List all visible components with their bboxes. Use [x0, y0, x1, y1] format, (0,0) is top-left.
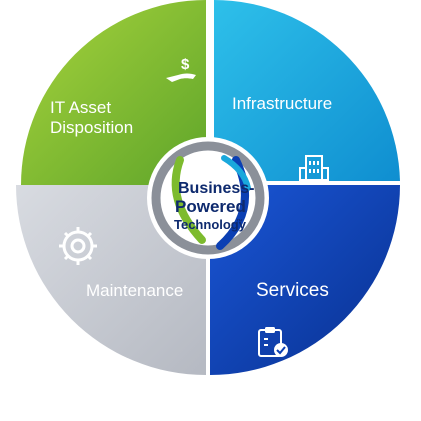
- hub-ring: [151, 141, 265, 255]
- asset-label-line1: IT Asset: [50, 98, 111, 117]
- asset-label-line2: Disposition: [50, 118, 133, 137]
- svg-text:$: $: [181, 56, 190, 73]
- hub-line2: Powered: [175, 197, 246, 216]
- clipboard-check-icon: [258, 327, 288, 357]
- center-hub: Business- Powered Technology ™: [147, 137, 269, 259]
- hub-swoosh-left: [171, 156, 206, 244]
- hub-line3: Technology: [174, 217, 247, 232]
- hub-line1: Business-: [178, 180, 254, 197]
- building-icon: [299, 155, 329, 181]
- money-hand-icon: $: [166, 56, 196, 82]
- hub-trademark: ™: [236, 219, 243, 226]
- gear-wrench-icon: [59, 227, 97, 265]
- quadrant-infrastructure: [214, 0, 400, 181]
- infrastructure-label: Infrastructure: [232, 94, 332, 113]
- quadrant-it-asset-disposition: [21, 0, 206, 185]
- services-label: Services: [256, 280, 329, 301]
- maintenance-label: Maintenance: [86, 281, 183, 300]
